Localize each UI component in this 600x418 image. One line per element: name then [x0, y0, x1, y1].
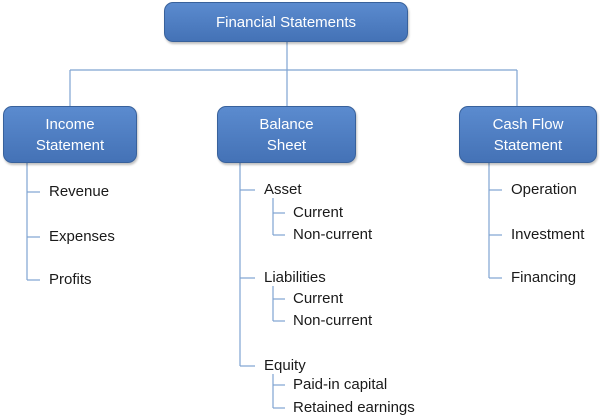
- category-node-income-statement: Income Statement: [3, 106, 137, 163]
- item-investment: Investment: [511, 226, 585, 243]
- item-revenue: Revenue: [49, 183, 110, 200]
- item-asset-current: Current: [293, 204, 344, 221]
- item-liabilities-non-current: Non-current: [293, 312, 373, 329]
- item-operation: Operation: [511, 181, 577, 198]
- item-profits: Profits: [49, 271, 92, 288]
- item-equity-retained-earnings: Retained earnings: [293, 399, 415, 416]
- category-node-cash-flow-statement: Cash Flow Statement: [459, 106, 597, 163]
- item-financing: Financing: [511, 269, 577, 286]
- item-equity-paid-in-capital: Paid-in capital: [293, 376, 388, 393]
- income-title-line-1: Income: [45, 115, 95, 133]
- item-liabilities-current: Current: [293, 290, 344, 307]
- cashflow-title-line-2: Statement: [493, 136, 563, 154]
- item-equity: Equity: [264, 357, 306, 374]
- cashflow-title-line-1: Cash Flow: [492, 115, 564, 133]
- category-node-balance-sheet: Balance Sheet: [217, 106, 356, 163]
- root-node-financial-statements: Financial Statements: [164, 2, 408, 42]
- item-asset: Asset: [264, 181, 302, 198]
- balance-title-line-2: Sheet: [266, 136, 307, 154]
- item-liabilities: Liabilities: [264, 269, 326, 286]
- item-expenses: Expenses: [49, 228, 115, 245]
- balance-title-line-1: Balance: [259, 115, 314, 133]
- income-title-line-2: Statement: [35, 136, 105, 154]
- item-asset-non-current: Non-current: [293, 226, 373, 243]
- root-label: Financial Statements: [215, 13, 357, 31]
